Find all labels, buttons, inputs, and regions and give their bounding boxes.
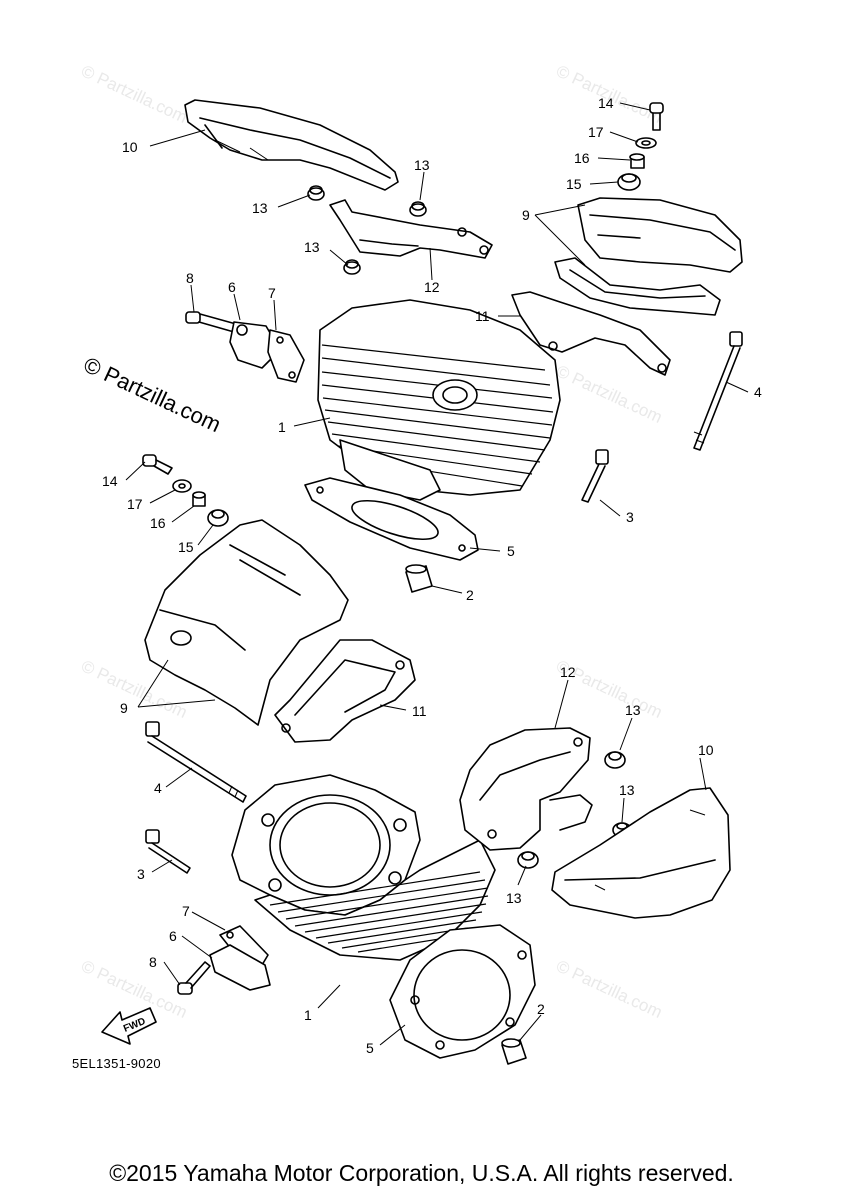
callout-2: 2	[466, 587, 474, 603]
grommet-13-upper-c	[343, 259, 361, 275]
fwd-arrow-icon: FWD	[101, 1007, 157, 1045]
gasket-11-left	[274, 639, 416, 743]
callout-2: 2	[537, 1001, 545, 1017]
callout-3: 3	[137, 866, 145, 882]
cap-6-upper	[229, 321, 281, 369]
dowel-2-lower	[501, 1038, 527, 1065]
callout-7: 7	[182, 903, 190, 919]
callout-7: 7	[268, 285, 276, 301]
callout-16: 16	[150, 515, 166, 531]
stud-4-upper	[693, 331, 743, 451]
stud-4-lower	[145, 721, 247, 803]
cylinder-1-upper	[317, 299, 561, 501]
head-cover-9-upper	[577, 197, 743, 273]
head-gasket-5-lower	[389, 924, 536, 1059]
callout-13: 13	[625, 702, 641, 718]
grommet-15-left	[207, 509, 229, 527]
callout-8: 8	[149, 954, 157, 970]
callout-17: 17	[588, 124, 604, 140]
callout-1: 1	[304, 1007, 312, 1023]
copyright-notice: ©2015 Yamaha Motor Corporation, U.S.A. A…	[109, 1160, 734, 1186]
callout-10: 10	[122, 139, 138, 155]
watermark-text: © Partzilla.com	[553, 956, 665, 1022]
grommet-13-upper-a	[307, 185, 325, 201]
collar-16-left	[192, 491, 206, 507]
bolt-8-upper	[185, 311, 237, 333]
callout-16: 16	[574, 150, 590, 166]
callout-8: 8	[186, 270, 194, 286]
watermark-text-dark: © Partzilla.com	[80, 352, 225, 437]
callout-5: 5	[507, 543, 515, 559]
callout-6: 6	[169, 928, 177, 944]
callout-13: 13	[619, 782, 635, 798]
gasket-7-upper	[267, 329, 305, 383]
bracket-12-lower	[459, 727, 593, 851]
callout-13: 13	[506, 890, 522, 906]
head-gasket-5-upper	[304, 477, 479, 561]
bracket-12-upper	[329, 199, 493, 259]
washer-17-left	[172, 479, 192, 493]
grommet-13-lower-c	[517, 851, 539, 869]
bolt-14-upper	[649, 102, 664, 131]
cover-10-upper	[184, 99, 399, 191]
dowel-2-upper	[405, 564, 433, 593]
bolt-3-upper	[581, 449, 609, 503]
callout-4: 4	[754, 384, 762, 400]
callout-13: 13	[304, 239, 320, 255]
callout-11: 11	[412, 703, 427, 719]
watermark-text: © Partzilla.com	[553, 361, 665, 427]
callout-17: 17	[127, 496, 143, 512]
callout-10: 10	[698, 742, 714, 758]
leader-lines	[125, 102, 749, 1046]
diagram-part-code: 5EL1351-9020	[72, 1056, 161, 1071]
gasket-9-upper	[554, 257, 721, 316]
cap-6-lower	[209, 944, 271, 991]
callout-numbers: 10 13 13 13 12 14 17 16 15 9 11 8 6 7 4 …	[102, 95, 762, 1056]
head-cover-9-left	[144, 519, 349, 726]
watermark-text: © Partzilla.com	[78, 956, 190, 1022]
grommet-15-upper	[617, 173, 641, 191]
bolt-8-lower	[177, 961, 211, 995]
callout-12: 12	[560, 664, 576, 680]
gasket-11-upper	[511, 291, 671, 376]
collar-16-upper	[629, 153, 645, 169]
grommet-13-upper-b	[409, 201, 427, 217]
callout-3: 3	[626, 509, 634, 525]
callout-13: 13	[414, 157, 430, 173]
callout-14: 14	[102, 473, 118, 489]
callout-12: 12	[424, 279, 440, 295]
callout-9: 9	[522, 207, 530, 223]
grommet-13-lower-a	[604, 751, 626, 769]
washer-17-upper	[635, 137, 657, 149]
bolt-3-lower	[145, 829, 191, 874]
cylinder-1-lower	[231, 774, 496, 961]
callout-15: 15	[178, 539, 194, 555]
callout-9: 9	[120, 700, 128, 716]
callout-15: 15	[566, 176, 582, 192]
callout-1: 1	[278, 419, 286, 435]
callout-13: 13	[252, 200, 268, 216]
callout-14: 14	[598, 95, 614, 111]
callout-6: 6	[228, 279, 236, 295]
callout-11: 11	[475, 308, 490, 324]
callout-4: 4	[154, 780, 162, 796]
callout-5: 5	[366, 1040, 374, 1056]
bolt-14-left	[142, 454, 173, 475]
cover-10-lower	[551, 787, 731, 919]
watermark-text: © Partzilla.com	[78, 61, 190, 127]
